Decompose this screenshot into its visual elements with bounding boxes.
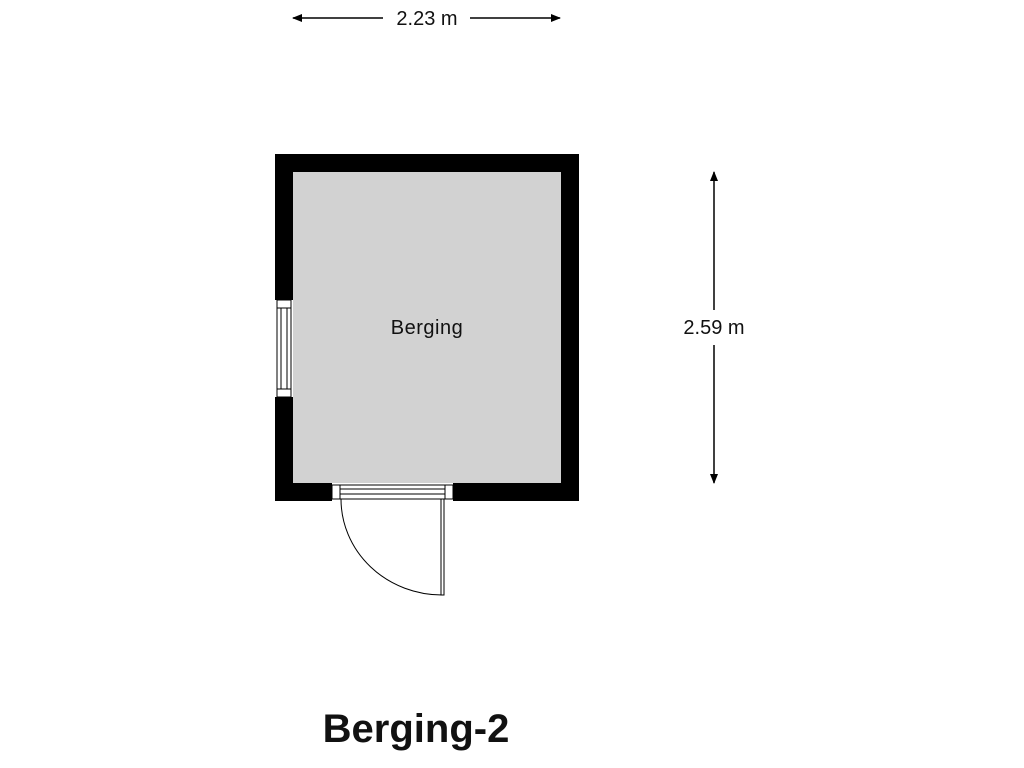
plan-title: Berging-2 xyxy=(322,707,510,751)
window xyxy=(276,299,292,398)
wall-right xyxy=(561,154,579,501)
depth-dimension: 2.59 m xyxy=(683,171,745,484)
depth-dimension-label: 2.59 m xyxy=(683,317,744,339)
wall-top xyxy=(275,154,579,172)
door-swing-arc xyxy=(340,498,443,596)
door-leaf xyxy=(440,498,445,596)
wall-bottom-left xyxy=(275,483,332,501)
wall-left-upper xyxy=(275,154,293,300)
wall-bottom-right xyxy=(453,483,579,501)
wall-left-lower xyxy=(275,397,293,501)
width-dimension-label: 2.23 m xyxy=(396,8,457,30)
room-floor xyxy=(293,172,561,483)
room-label: Berging xyxy=(391,317,463,339)
door xyxy=(331,484,454,596)
width-dimension: 2.23 m xyxy=(292,8,561,30)
